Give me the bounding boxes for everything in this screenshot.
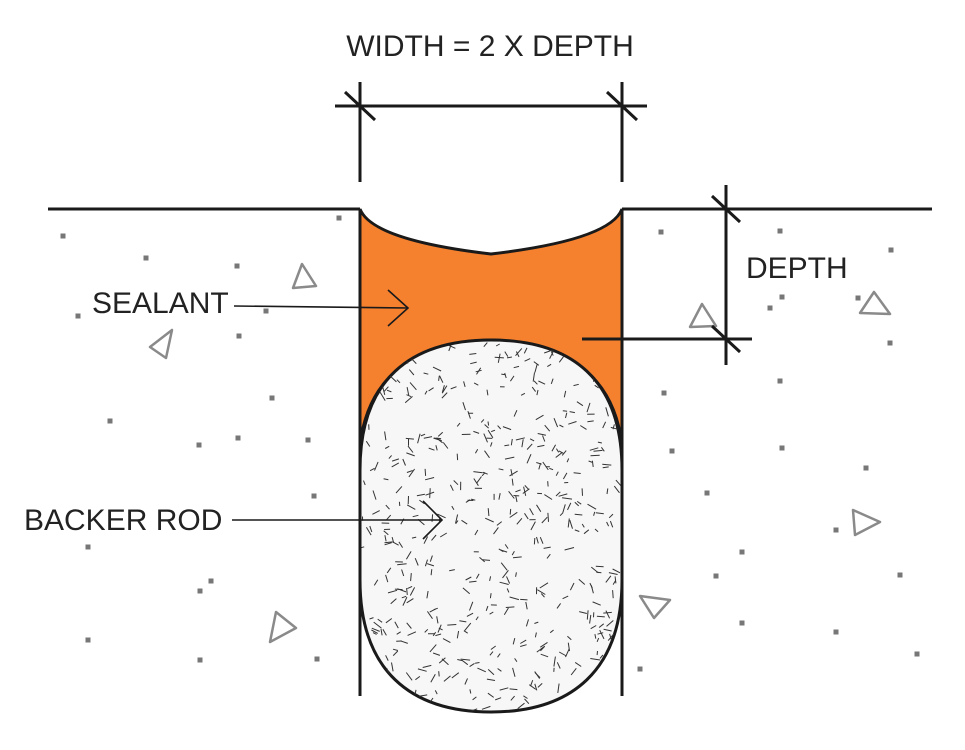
aggregate-dot (833, 527, 839, 533)
aggregate-dot (235, 435, 241, 441)
aggregate-dot (234, 263, 240, 269)
aggregate-dot (196, 442, 202, 448)
aggregate-dot (269, 395, 275, 401)
aggregate-dot (314, 656, 320, 662)
aggregate-dot (777, 378, 783, 384)
aggregate-dot (779, 294, 785, 300)
aggregate-stone (688, 302, 718, 329)
aggregate-dot (777, 228, 783, 234)
aggregate-stone (291, 262, 318, 290)
concrete-aggregate-dots (60, 215, 920, 672)
depth-dimension (582, 185, 752, 365)
aggregate-dot (739, 549, 745, 555)
aggregate-dot (336, 215, 342, 221)
aggregate-dot (197, 588, 203, 594)
aggregate-dot (767, 305, 773, 311)
aggregate-dot (713, 573, 719, 579)
aggregate-dot (833, 629, 839, 635)
sealant-leader-arrow (233, 289, 410, 327)
aggregate-stone (851, 508, 882, 537)
backer-rod-label: BACKER ROD (24, 504, 222, 537)
aggregate-dot (311, 493, 317, 499)
aggregate-dot (637, 666, 643, 672)
aggregate-dot (863, 465, 869, 471)
aggregate-dot (704, 490, 710, 496)
aggregate-dot (197, 657, 203, 663)
aggregate-dot (669, 448, 675, 454)
aggregate-stone (638, 594, 672, 620)
aggregate-dot (85, 544, 91, 550)
aggregate-dot (107, 418, 113, 424)
aggregate-dot (85, 637, 91, 643)
aggregate-stone (148, 328, 174, 360)
aggregate-dot (855, 295, 861, 301)
aggregate-dot (75, 313, 81, 319)
aggregate-dot (60, 233, 66, 239)
aggregate-dot (887, 340, 893, 346)
width-dimension (335, 82, 647, 182)
aggregate-dot (208, 578, 214, 584)
backer-rod-leader-arrow (232, 500, 444, 540)
width-formula-label: WIDTH = 2 X DEPTH (346, 30, 634, 63)
aggregate-dot (888, 247, 894, 253)
aggregate-dot (779, 445, 785, 451)
aggregate-stone (268, 610, 298, 644)
sealant-label: SEALANT (92, 287, 229, 320)
depth-label: DEPTH (746, 252, 848, 285)
aggregate-dot (739, 620, 745, 626)
aggregate-dot (661, 390, 667, 396)
aggregate-dot (897, 572, 903, 578)
aggregate-dot (914, 651, 920, 657)
aggregate-dot (263, 308, 269, 314)
aggregate-dot (658, 229, 664, 235)
aggregate-dot (305, 437, 311, 443)
aggregate-stone (858, 290, 892, 316)
backer-rod (358, 338, 624, 714)
aggregate-dot (236, 333, 242, 339)
aggregate-dot (143, 255, 149, 261)
concrete-aggregate-stones (148, 262, 892, 644)
